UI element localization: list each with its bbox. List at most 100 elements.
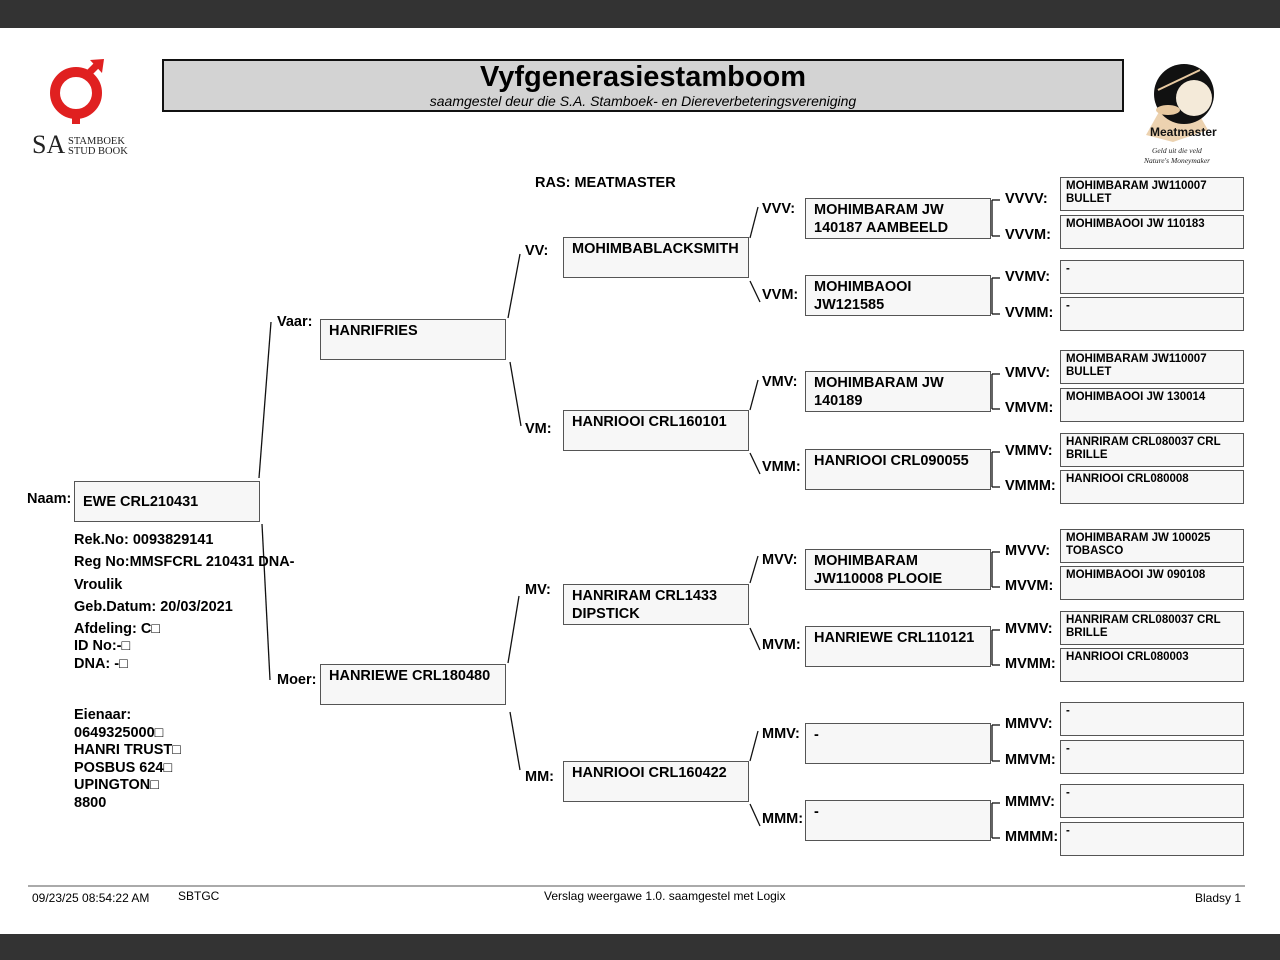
owner-line: 8800 <box>74 794 107 811</box>
ancestor-name: - <box>814 804 819 820</box>
gen4-ancestor-box: HANRIOOI CRL080003 <box>1060 648 1244 682</box>
footer-code: SBTGC <box>178 889 220 903</box>
svg-text:Meatmaster: Meatmaster <box>1150 125 1217 139</box>
gen3-position-label: VVM: <box>762 287 799 303</box>
gen3-ancestor-box: MOHIMBARAM JW 140187 AAMBEELD <box>805 198 991 239</box>
ancestor-name: - <box>1066 300 1070 312</box>
gen1-ancestor-box: HANRIEWE CRL180480 <box>320 664 506 705</box>
ancestor-name: HANRIRAM CRL080037 CRL BRILLE <box>1066 436 1221 461</box>
gen4-position-label: VMMV: <box>1005 443 1053 459</box>
ancestor-name: HANRIOOI CRL160101 <box>572 414 727 430</box>
ancestor-name: - <box>1066 825 1070 837</box>
ancestor-name: MOHIMBAOOI JW121585 <box>814 279 912 313</box>
svg-text:Nature's Moneymaker: Nature's Moneymaker <box>1143 156 1210 165</box>
ancestor-name: MOHIMBAOOI JW 110183 <box>1066 218 1205 230</box>
gen4-position-label: VVVM: <box>1005 227 1051 243</box>
subject-animal-name: EWE CRL210431 <box>83 494 199 510</box>
ancestor-name: HANRIOOI CRL090055 <box>814 453 969 469</box>
gen4-ancestor-box: MOHIMBARAM JW110007 BULLET <box>1060 350 1244 384</box>
gen2-ancestor-box: MOHIMBABLACKSMITH <box>563 237 749 278</box>
footer-timestamp: 09/23/25 08:54:22 AM <box>32 891 150 905</box>
gen4-ancestor-box: MOHIMBARAM JW110007 BULLET <box>1060 177 1244 211</box>
gen3-position-label: VMV: <box>762 374 798 390</box>
gen4-ancestor-box: MOHIMBAOOI JW 110183 <box>1060 215 1244 249</box>
gen4-ancestor-box: HANRIRAM CRL080037 CRL BRILLE <box>1060 611 1244 645</box>
gen2-position-label: VV: <box>525 243 549 259</box>
gen4-position-label: VVMV: <box>1005 269 1051 285</box>
footer-report: Verslag weergawe 1.0. saamgestel met Log… <box>544 889 786 903</box>
gen2-position-label: MV: <box>525 582 551 598</box>
name-label: Naam: <box>27 491 72 507</box>
ancestor-name: MOHIMBARAM JW 100025 TOBASCO <box>1066 532 1211 557</box>
gen2-ancestor-box: HANRIOOI CRL160101 <box>563 410 749 451</box>
gen3-ancestor-box: - <box>805 800 991 841</box>
svg-text:STAMBOEK: STAMBOEK <box>68 136 125 147</box>
gen4-ancestor-box: - <box>1060 297 1244 331</box>
gen2-position-label: MM: <box>525 769 554 785</box>
animal-detail-line: Afdeling: C□ <box>74 621 161 637</box>
ancestor-name: HANRIRAM CRL080037 CRL BRILLE <box>1066 614 1221 639</box>
gen4-position-label: MMVV: <box>1005 716 1053 732</box>
gen4-ancestor-box: - <box>1060 822 1244 856</box>
gen3-ancestor-box: - <box>805 723 991 764</box>
ancestor-name: HANRIOOI CRL160422 <box>572 765 727 781</box>
footer-page: Bladsy 1 <box>1195 891 1242 905</box>
ancestor-name: MOHIMBARAM JW110007 BULLET <box>1066 353 1207 378</box>
subject-animal-box: EWE CRL210431 <box>74 481 260 522</box>
gen4-position-label: VMVM: <box>1005 400 1054 416</box>
gen3-position-label: VMM: <box>762 459 801 475</box>
ancestor-name: MOHIMBAOOI JW 090108 <box>1066 569 1206 581</box>
animal-detail-line: DNA: -□ <box>74 656 128 672</box>
ancestor-name: MOHIMBAOOI JW 130014 <box>1066 391 1206 403</box>
gen4-ancestor-box: - <box>1060 260 1244 294</box>
ancestor-name: - <box>1066 705 1070 717</box>
gen4-ancestor-box: HANRIRAM CRL080037 CRL BRILLE <box>1060 433 1244 467</box>
gen4-position-label: MMMM: <box>1005 829 1059 845</box>
ancestor-name: MOHIMBABLACKSMITH <box>572 241 739 257</box>
ancestor-name: HANRIRAM CRL1433 DIPSTICK <box>572 588 718 622</box>
owner-line: Eienaar: <box>74 707 132 723</box>
animal-detail-line: Rek.No: 0093829141 <box>74 532 214 548</box>
owner-line: HANRI TRUST□ <box>74 742 182 758</box>
gen4-ancestor-box: MOHIMBAOOI JW 090108 <box>1060 566 1244 600</box>
ancestor-name: HANRIFRIES <box>329 323 418 339</box>
gen4-ancestor-box: MOHIMBAOOI JW 130014 <box>1060 388 1244 422</box>
gen1-position-label: Moer: <box>277 672 317 688</box>
gen4-position-label: MVMM: <box>1005 656 1056 672</box>
gen1-position-label: Vaar: <box>277 314 313 330</box>
sa-stud-book-emblem-icon: SA STAMBOEK STUD BOOK <box>32 59 128 159</box>
gen2-position-label: VM: <box>525 421 552 437</box>
gen4-ancestor-box: HANRIOOI CRL080008 <box>1060 470 1244 504</box>
svg-text:Geld uit die veld: Geld uit die veld <box>1152 146 1202 155</box>
breed-label: RAS: MEATMASTER <box>535 175 676 191</box>
gen3-ancestor-box: MOHIMBAOOI JW121585 <box>805 275 991 316</box>
gen3-position-label: MMM: <box>762 811 804 827</box>
gen4-position-label: MVVM: <box>1005 578 1054 594</box>
gen4-position-label: MMVM: <box>1005 752 1056 768</box>
animal-detail-line: Vroulik <box>74 577 123 593</box>
sa-stud-book-logo: SA STAMBOEK STUD BOOK <box>30 56 140 159</box>
gen4-ancestor-box: - <box>1060 740 1244 774</box>
ancestor-name: - <box>814 727 819 743</box>
ancestor-name: MOHIMBARAM JW110008 PLOOIE <box>814 553 943 587</box>
animal-detail-line: ID No:-□ <box>74 638 131 654</box>
ancestor-name: MOHIMBARAM JW 140189 <box>814 375 944 409</box>
ancestor-name: HANRIOOI CRL080003 <box>1066 651 1189 663</box>
ancestor-name: HANRIEWE CRL110121 <box>814 630 975 646</box>
ancestor-name: MOHIMBARAM JW 140187 AAMBEELD <box>814 202 949 236</box>
gen4-position-label: VVVV: <box>1005 191 1048 207</box>
gen3-position-label: MVV: <box>762 552 798 568</box>
svg-text:STUD BOOK: STUD BOOK <box>68 146 128 156</box>
animal-detail-line: Geb.Datum: 20/03/2021 <box>74 599 233 615</box>
gen4-position-label: MVMV: <box>1005 621 1053 637</box>
gen4-position-label: VMVV: <box>1005 365 1051 381</box>
owner-line: 0649325000□ <box>74 724 164 741</box>
gen4-position-label: VMMM: <box>1005 478 1056 494</box>
gen3-position-label: MMV: <box>762 726 800 742</box>
gen4-ancestor-box: - <box>1060 702 1244 736</box>
document-title: Vyfgenerasiestamboom <box>479 61 807 93</box>
gen1-ancestor-box: HANRIFRIES <box>320 319 506 360</box>
gen3-ancestor-box: HANRIOOI CRL090055 <box>805 449 991 490</box>
gen3-ancestor-box: MOHIMBARAM JW110008 PLOOIE <box>805 549 991 590</box>
ancestor-name: - <box>1066 787 1070 799</box>
